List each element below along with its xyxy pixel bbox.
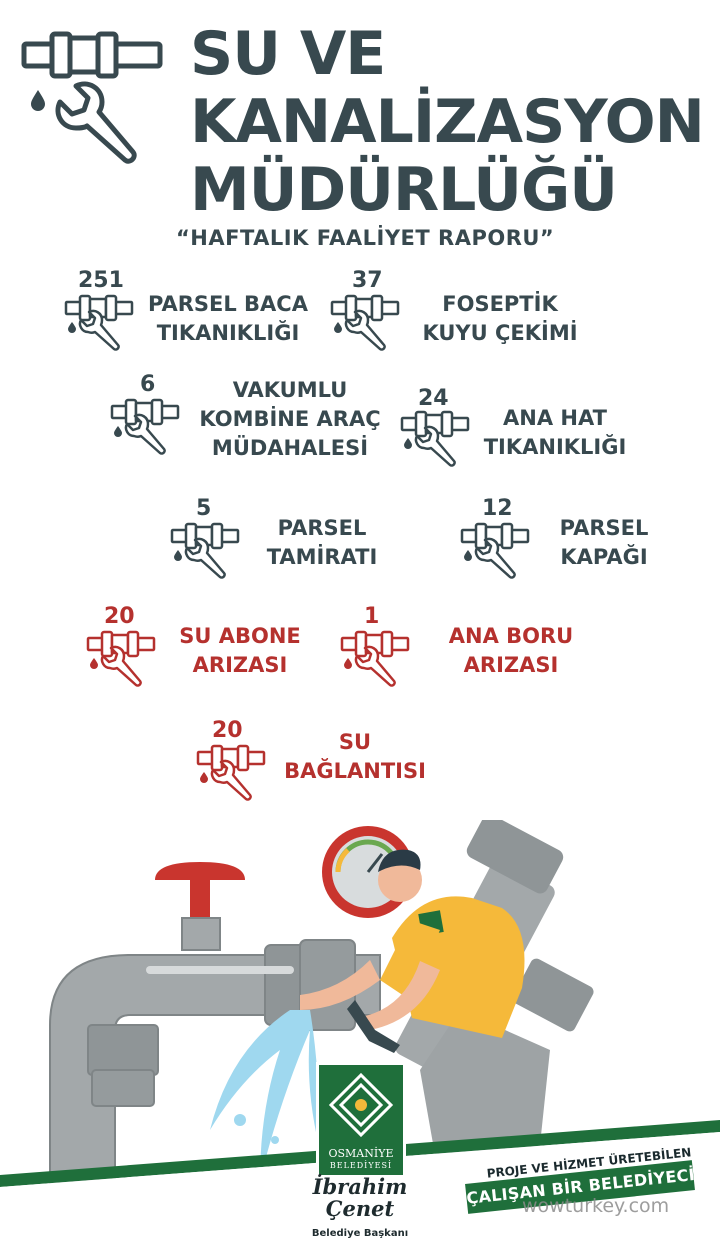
stat-label: PARSEL BACA TIKANIKLIĞI [138,290,318,348]
stat-label-line: ANA HAT [503,406,607,430]
stat-count: 6 [140,372,156,397]
stat-count: 20 [104,604,135,629]
valve-handle [155,862,245,951]
osmaniye-logo: OSMANİYE BELEDİYESİ [316,1062,406,1178]
stat-label: VAKUMLU KOMBİNE ARAÇ MÜDAHALESİ [190,376,390,463]
stat-label-line: SU ABONE [179,624,301,648]
stat-label-line: TAMİRATI [266,545,378,569]
stat-label: PARSEL KAPAĞI [548,514,660,572]
stat-count: 12 [482,496,513,521]
mayor-first-name: İbrahim [312,1174,408,1199]
page-subtitle: “HAFTALIK FAALİYET RAPORU” [176,226,555,250]
stat-count: 24 [418,386,449,411]
title-line-1: SU VE [190,19,386,89]
stat-label-line: PARSEL BACA [148,292,308,316]
stat-label-line: ARIZASI [463,653,559,677]
watermark: wowturkey.com [522,1195,670,1217]
logo-subtitle: BELEDİYESİ [329,1161,393,1170]
stat-label-line: KOMBİNE ARAÇ [199,407,381,431]
stat-label: FOSEPTİK KUYU ÇEKİMİ [412,290,588,348]
stat-count: 20 [212,718,243,743]
pipe-wrench-icon [400,410,472,484]
stat-label: PARSEL TAMİRATI [256,514,388,572]
title-line-3: MÜDÜRLÜĞÜ [190,155,618,225]
title-line-2: KANALİZASYON [190,87,705,157]
pipe-wrench-icon [110,398,182,472]
stat-label-line: TIKANIKLIĞI [156,321,300,345]
plumber-illustration [0,820,720,1253]
mayor-last-name: Çenet [325,1196,395,1221]
stat-count: 5 [196,496,212,521]
osmaniye-logo-emblem [328,1072,394,1138]
stat-count: 37 [352,268,383,293]
stat-count: 1 [364,604,380,629]
stat-label-line: ARIZASI [192,653,288,677]
pipe-wrench-icon [460,522,532,596]
stat-label: ANA HAT TIKANIKLIĞI [470,404,640,462]
stat-label-line: BAĞLANTISI [284,759,426,783]
page-title: SU VE KANALİZASYON MÜDÜRLÜĞÜ [190,20,710,224]
pipe-wrench-icon [330,294,402,368]
logo-city: OSMANİYE [328,1147,394,1160]
stat-label: ANA BORU ARIZASI [436,622,586,680]
stat-label-line: KAPAĞI [560,545,648,569]
stat-label: SU BAĞLANTISI [272,728,438,786]
stat-label-line: FOSEPTİK [442,292,558,316]
stat-label-line: TIKANIKLIĞI [483,435,627,459]
stat-label-line: SU [338,730,372,754]
pipe-wrench-icon [170,522,242,596]
stat-label-line: KUYU ÇEKİMİ [422,321,578,345]
mayor-signature: İbrahim Çenet [300,1176,420,1220]
pipe-wrench-icon [196,744,268,818]
stat-label-line: PARSEL [277,516,367,540]
pipe-wrench-icon [64,294,136,368]
pipe-wrench-icon [340,630,412,704]
stat-label-line: PARSEL [559,516,649,540]
pipe-wrench-icon [21,31,163,164]
stat-label-line: VAKUMLU [232,378,348,402]
stat-label-line: ANA BORU [448,624,574,648]
pipe-wrench-icon [86,630,158,704]
stat-label: SU ABONE ARIZASI [170,622,310,680]
stat-label-line: MÜDAHALESİ [211,436,369,460]
mayor-title: Belediye Başkanı [311,1228,409,1239]
stat-count: 251 [78,268,124,293]
